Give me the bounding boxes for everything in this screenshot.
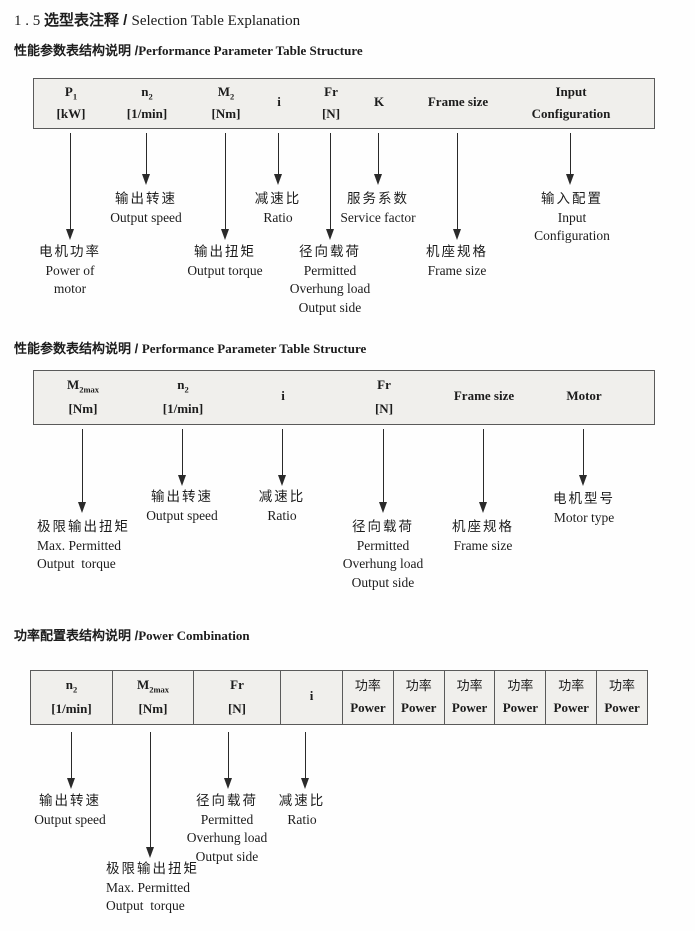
arrow-m2max	[78, 429, 86, 513]
page-title-zh: 选型表注释 /	[44, 12, 132, 29]
t2-cell-m2max: M2max[Nm]	[66, 377, 100, 416]
performance-table-2: M2max[Nm] n2[1/min] i Fr[N] Frame size M…	[33, 370, 655, 425]
performance-table-1: P1[kW] n2[1/min] M2[Nm] i Fr[N] K Frame …	[33, 78, 655, 129]
t2-cell-motor: Motor	[566, 388, 602, 404]
t1-cell-m2: M2[Nm]	[211, 83, 241, 122]
t3-cell-i: i	[281, 671, 343, 724]
arrow-i	[278, 429, 286, 486]
section2-heading: 性能参数表结构说明 / Performance Parameter Table …	[14, 341, 367, 356]
arrow-m2max	[146, 732, 154, 858]
t2-cell-fr: Fr[N]	[374, 377, 394, 416]
section-number: 1 . 5	[14, 13, 44, 29]
arrow-n2	[67, 732, 75, 789]
arrow-fr	[224, 732, 232, 789]
t2-cell-n2: n2[1/min]	[162, 377, 204, 416]
t2-cell-frame-size: Frame size	[453, 388, 515, 404]
page-title: 1 . 5 选型表注释 / Selection Table Explanatio…	[14, 9, 300, 30]
arrow-motor	[579, 429, 587, 486]
t1-cell-i: i	[277, 94, 281, 110]
t1-cell-k: K	[373, 94, 385, 110]
arrow-input-configuration	[566, 133, 574, 185]
arrow-fr	[379, 429, 387, 513]
arrow-frame-size	[479, 429, 487, 513]
section1-heading: 性能参数表结构说明 /Performance Parameter Table S…	[14, 43, 363, 58]
arrow-n2	[142, 133, 150, 185]
page-title-en: Selection Table Explanation	[131, 13, 301, 29]
arrow-n2	[178, 429, 186, 486]
t1-cell-n2: n2[1/min]	[126, 83, 168, 122]
t1-cell-fr: Fr[N]	[321, 83, 341, 122]
t3-cell-n2: n2[1/min]	[31, 671, 113, 724]
arrow-i	[301, 732, 309, 789]
arrow-fr	[326, 133, 334, 240]
t3-cell-m2max: M2max[Nm]	[113, 671, 194, 724]
t1-cell-frame-size: Frame size	[427, 94, 489, 110]
t2-cell-i: i	[281, 388, 285, 404]
arrow-i	[274, 133, 282, 185]
arrow-k	[374, 133, 382, 185]
t3-cell-fr: Fr[N]	[194, 671, 281, 724]
arrow-p1	[66, 133, 74, 240]
arrow-m2	[221, 133, 229, 240]
section3-heading: 功率配置表结构说明 /Power Combination	[14, 628, 250, 643]
t1-cell-p1: P1[kW]	[56, 83, 86, 122]
arrow-frame-size	[453, 133, 461, 240]
